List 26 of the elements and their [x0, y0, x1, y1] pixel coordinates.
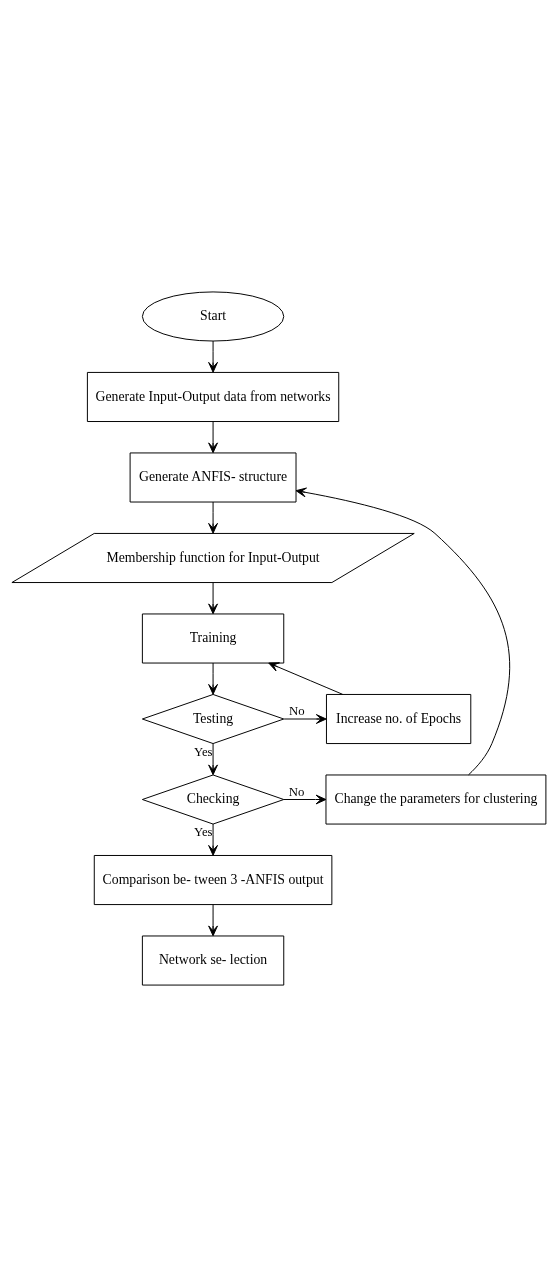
- arrow: [208, 904, 218, 937]
- arrow: [208, 823, 218, 856]
- edge-label: Yes: [193, 744, 213, 759]
- edge-label: No: [288, 784, 305, 799]
- arrow: [208, 421, 218, 454]
- node-box: Network se- lection: [141, 935, 285, 986]
- node-diamond: Testing: [141, 693, 285, 745]
- node-box: Training: [141, 613, 285, 664]
- node-box: Generate ANFIS- structure: [129, 452, 297, 503]
- node-box: Increase no. of Epochs: [325, 693, 472, 745]
- edge-label: Yes: [193, 825, 213, 840]
- arrow: [208, 743, 218, 776]
- arrow: [268, 662, 344, 695]
- arrow: [208, 340, 218, 373]
- edge-label: No: [289, 704, 305, 719]
- node-box: Comparison be- tween 3 -ANFIS output: [93, 855, 333, 906]
- arrow: [208, 501, 218, 534]
- arrow: [208, 662, 218, 695]
- node-diamond: Checking: [141, 774, 285, 825]
- node-box: Generate Input-Output data from networks: [86, 371, 340, 422]
- arrow: [208, 582, 218, 615]
- arrow: [295, 487, 511, 776]
- node-ellipse: Start: [141, 291, 285, 342]
- arrow: [283, 714, 327, 724]
- arrow: [283, 794, 327, 805]
- node-box: Change the parameters for clustering: [325, 774, 547, 825]
